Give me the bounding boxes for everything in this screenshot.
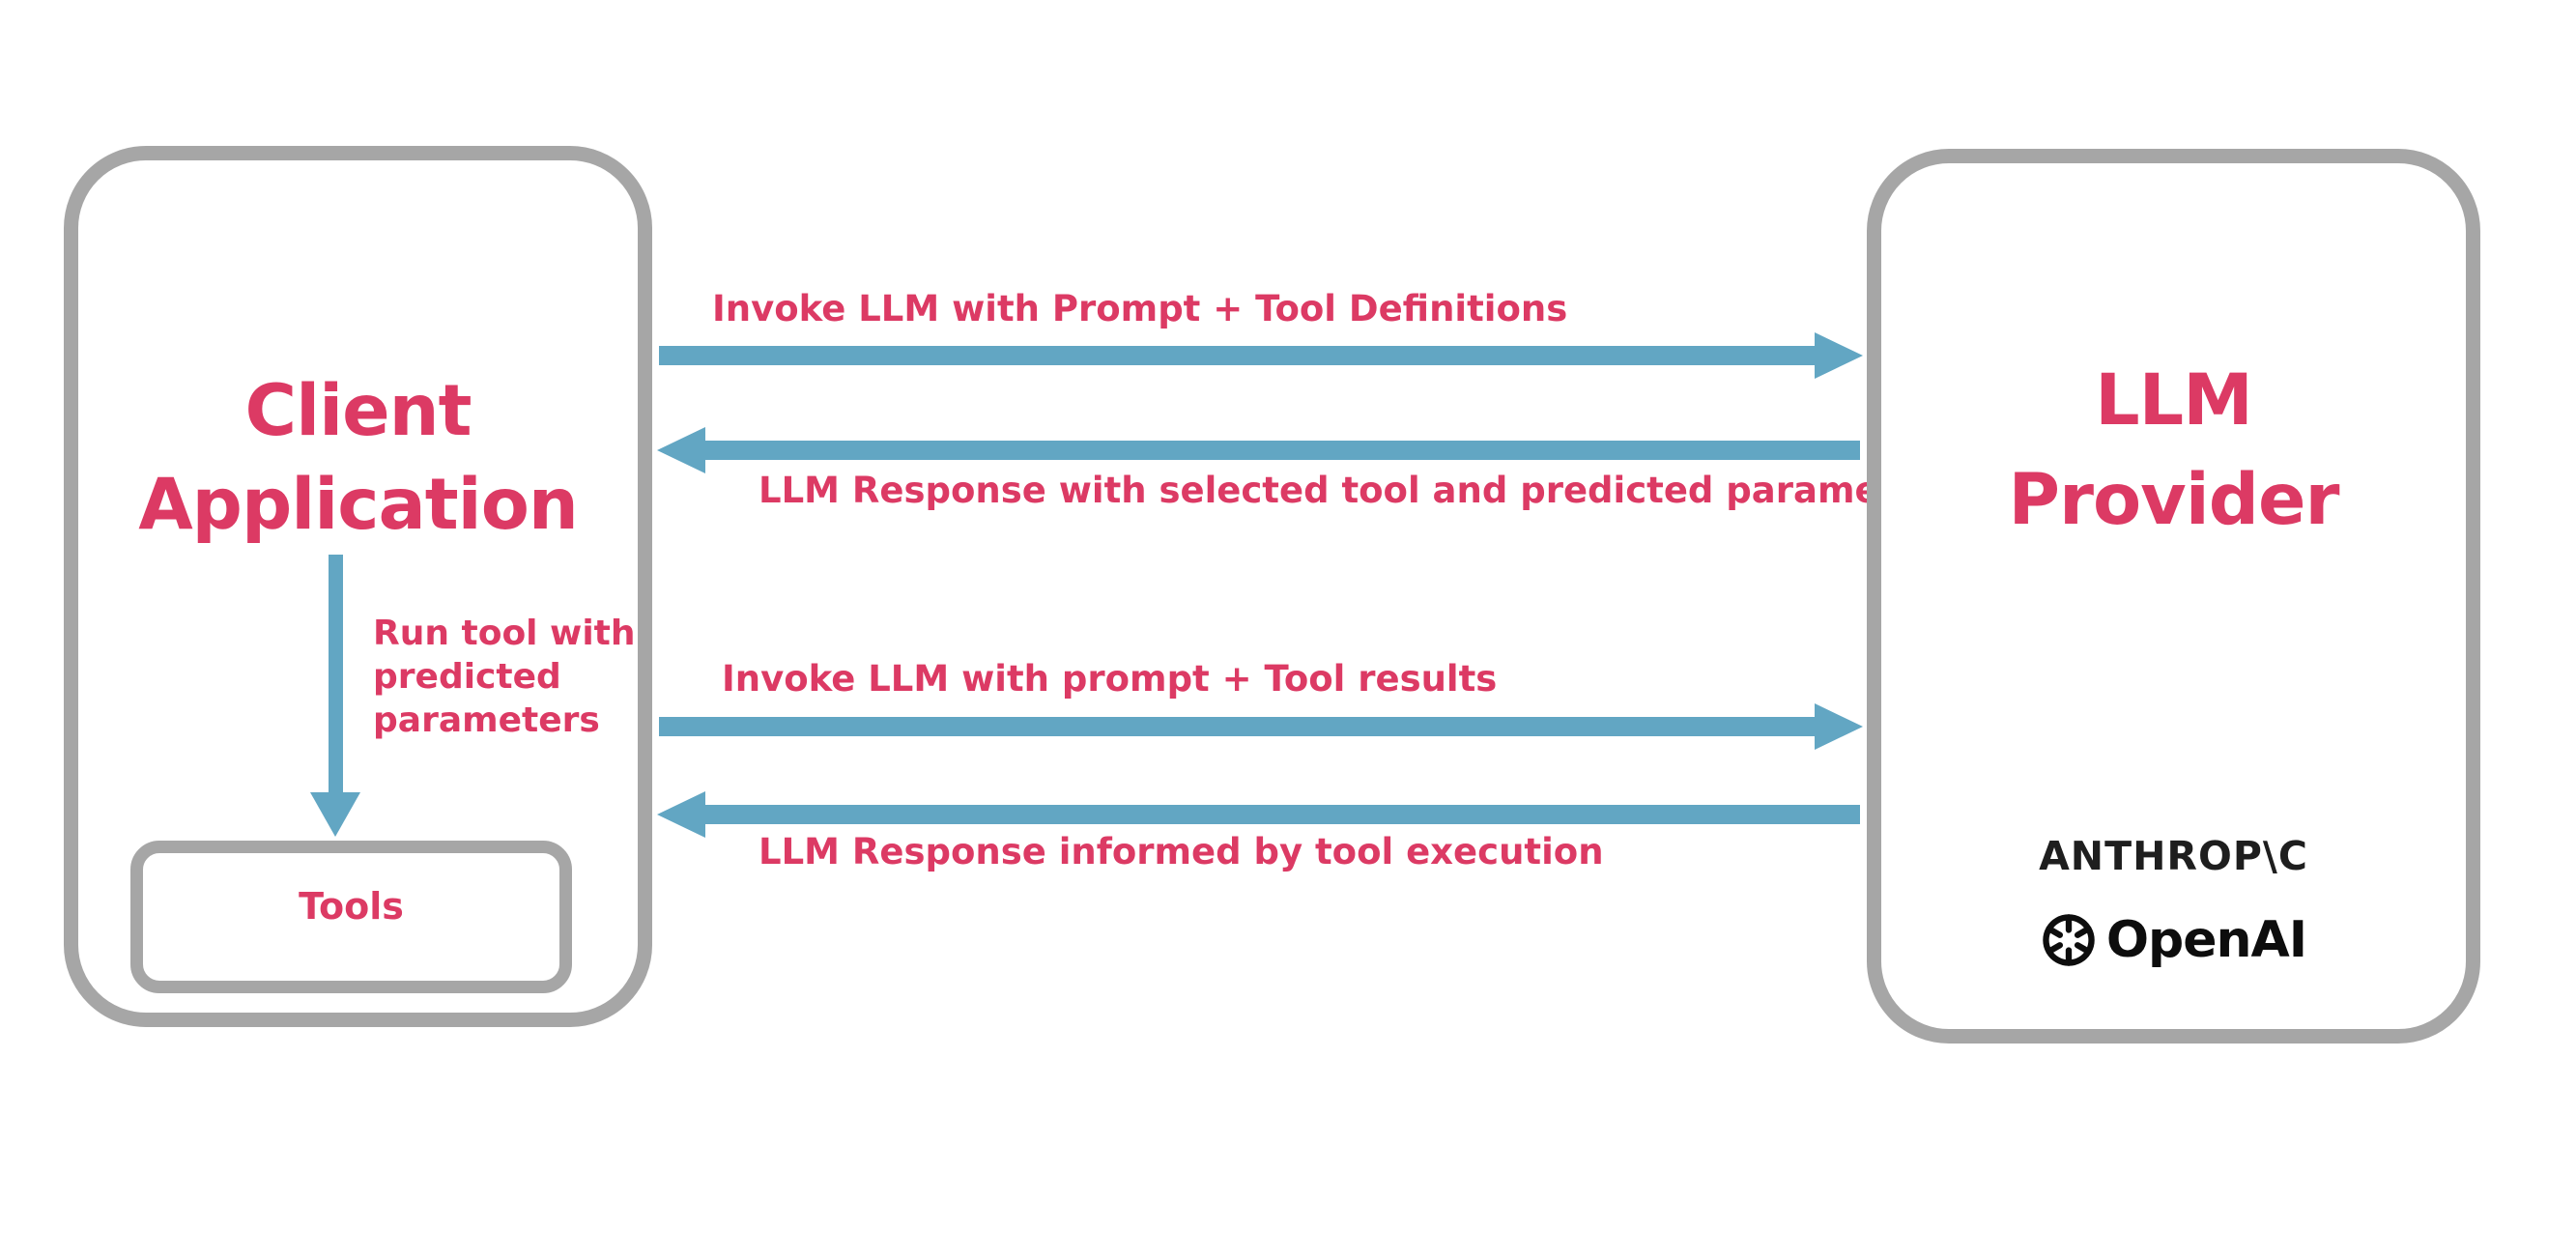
run-tool-label-line2: predicted xyxy=(373,657,561,697)
openai-logo: OpenAI xyxy=(1867,906,2480,974)
client-title-line1: Client xyxy=(244,370,472,452)
arrow-left-icon xyxy=(657,427,705,473)
arrow-right-icon xyxy=(1815,332,1863,379)
openai-logo-icon xyxy=(2043,914,2095,966)
flow-arrow-3-shaft xyxy=(659,717,1815,736)
openai-wordmark: OpenAI xyxy=(2105,911,2307,969)
anthropic-logo: ANTHROP\C xyxy=(2039,833,2308,879)
flow-label-invoke-definitions: Invoke LLM with Prompt + Tool Definition… xyxy=(712,288,1568,329)
tools-box: Tools xyxy=(130,841,572,993)
run-tool-label-line3: parameters xyxy=(373,700,600,740)
run-tool-arrow-shaft xyxy=(329,555,343,794)
llm-title-line2: Provider xyxy=(2008,459,2339,541)
arrow-right-icon xyxy=(1815,703,1863,750)
tools-label: Tools xyxy=(299,885,404,928)
llm-provider-box xyxy=(1867,149,2480,1044)
client-title-line2: Application xyxy=(138,464,579,546)
flow-arrow-4-shaft xyxy=(705,805,1860,824)
arrow-down-icon xyxy=(310,792,360,837)
run-tool-label-line1: Run tool with xyxy=(373,614,636,653)
flow-label-response-selected-tool: LLM Response with selected tool and pred… xyxy=(758,470,1960,511)
flow-arrow-2-shaft xyxy=(705,441,1860,460)
llm-provider-title: LLM Provider xyxy=(1867,351,2480,550)
arrow-left-icon xyxy=(657,791,705,838)
client-application-title: Client Application xyxy=(64,364,652,552)
flow-label-invoke-results: Invoke LLM with prompt + Tool results xyxy=(722,658,1498,700)
run-tool-label: Run tool with predicted parameters xyxy=(373,612,636,742)
llm-title-line1: LLM xyxy=(2095,359,2253,442)
flow-label-response-informed: LLM Response informed by tool execution xyxy=(758,831,1604,872)
flow-arrow-1-shaft xyxy=(659,346,1815,365)
